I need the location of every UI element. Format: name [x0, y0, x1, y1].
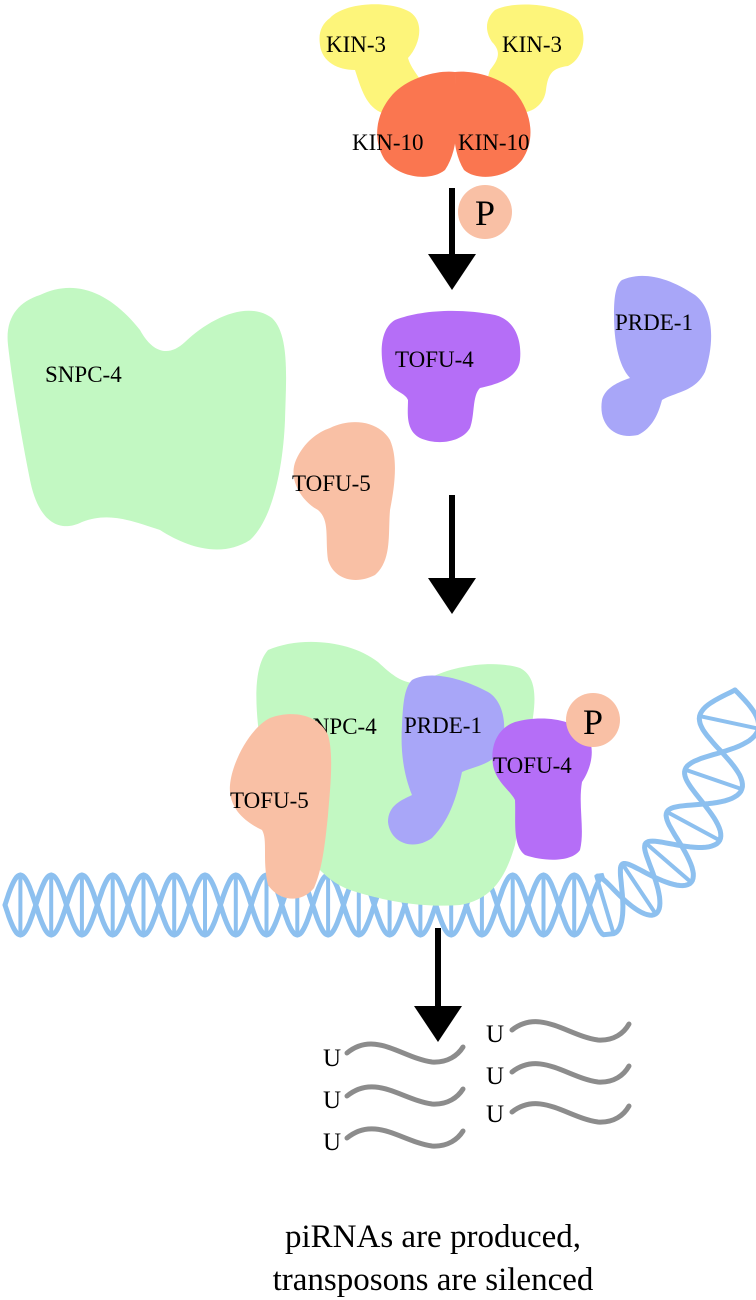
kin10-left-label: KIN-10 [352, 130, 424, 155]
dna-base-pair [620, 862, 658, 916]
pirna-strand [509, 1061, 632, 1085]
kin10-right-shape [453, 71, 531, 177]
pirna-u-label: U [486, 1101, 504, 1128]
pirna-group-left: U U U [323, 1041, 466, 1156]
kin3-right-label: KIN-3 [502, 32, 562, 57]
pirna-u-label: U [323, 1087, 341, 1114]
tofu5-label: TOFU-5 [292, 471, 371, 496]
kin10-left-shape [377, 71, 457, 177]
pirna-strand [344, 1084, 466, 1107]
pirna-strand [344, 1126, 466, 1149]
pirna-u-label: U [323, 1045, 341, 1072]
kinase-complex: KIN-3 KIN-3 KIN-10 KIN-10 [319, 4, 584, 177]
prde1-label: PRDE-1 [615, 310, 693, 335]
caption-line-2: transposons are silenced [273, 1262, 594, 1298]
pirna-u-label: U [486, 1063, 504, 1090]
prde1-shape [601, 275, 712, 436]
kin3-right-shape [486, 4, 584, 113]
dna-base-pair [664, 809, 722, 843]
kin10-right-label: KIN-10 [458, 130, 530, 155]
pirna-group-right: U U U [486, 1019, 632, 1128]
kin3-left-label: KIN-3 [326, 32, 386, 57]
pirna-strand [509, 1019, 632, 1043]
tofu5-shape [293, 422, 395, 580]
tofu4-shape [381, 310, 521, 443]
dna-strand-1 [2, 687, 756, 938]
prde1-bound-shape [388, 675, 505, 845]
phosphate-1-label: P [475, 193, 495, 233]
pirna-u-label: U [323, 1129, 341, 1156]
phosphate-2: P [566, 693, 620, 747]
dna-base-pair [697, 714, 756, 731]
phosphate-2-label: P [583, 702, 603, 742]
dna-base-pair [594, 874, 616, 936]
snpc4-label: SNPC-4 [45, 362, 122, 387]
snpc4-shape [7, 287, 287, 550]
tofu5-bound-shape [229, 714, 332, 899]
assembled-complex: SNPC-4 TOFU-5 PRDE-1 TOFU-4 P [2, 641, 756, 938]
caption-line-1: piRNAs are produced, [285, 1219, 581, 1255]
pirna-u-label: U [486, 1021, 504, 1048]
dna-base-pair [683, 767, 744, 792]
tofu4-bound-shape [492, 718, 592, 860]
dna-base-pair [643, 841, 694, 885]
prde1-bound-label: PRDE-1 [404, 713, 482, 738]
pirna-strand [344, 1041, 466, 1065]
tofu4-label: TOFU-4 [395, 347, 474, 372]
tofu5-bound-label: TOFU-5 [230, 788, 309, 813]
pirna-strand [509, 1101, 632, 1125]
free-proteins: SNPC-4 TOFU-4 PRDE-1 TOFU-5 [7, 275, 712, 580]
phosphate-1: P [458, 185, 512, 239]
tofu4-bound-label: TOFU-4 [493, 753, 572, 778]
